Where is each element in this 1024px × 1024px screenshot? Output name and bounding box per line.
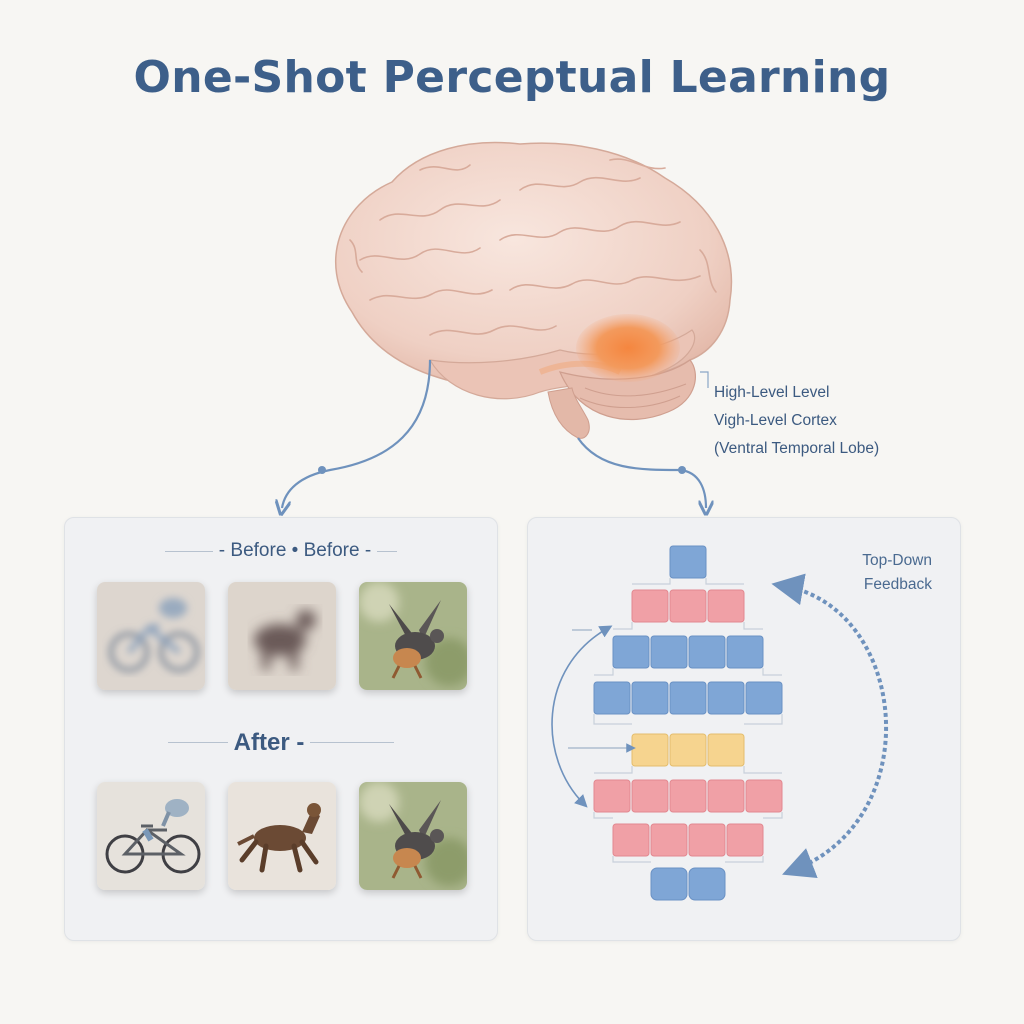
- page-title: One-Shot Perceptual Learning: [133, 52, 891, 103]
- network-unit-layer7-3: [688, 823, 726, 857]
- network-unit-layer4-1: [593, 681, 631, 715]
- cortex-label-line1: High-Level Level: [714, 384, 830, 401]
- network-unit-layer1-1: [669, 545, 707, 579]
- network-unit-layer7-4: [726, 823, 764, 857]
- after-image-bicycle: [97, 782, 205, 890]
- network-unit-layer8-1: [650, 867, 688, 901]
- after-heading: After -: [65, 728, 497, 757]
- network-unit-layer7-1: [612, 823, 650, 857]
- network-unit-layer5-1: [631, 733, 669, 767]
- top-down-feedback-arrow: [771, 573, 888, 878]
- network-unit-layer6-5: [745, 779, 783, 813]
- network-unit-layer4-5: [745, 681, 783, 715]
- network-unit-layer3-3: [688, 635, 726, 669]
- network-unit-layer5-2: [669, 733, 707, 767]
- network-connector-5: [594, 766, 782, 774]
- network-unit-layer8-2: [688, 867, 726, 901]
- network-connector-7: [612, 856, 764, 863]
- network-connector-2: [613, 622, 763, 630]
- cortex-label-line3: (Ventral Temporal Lobe): [714, 440, 880, 457]
- network-unit-layer6-4: [707, 779, 745, 813]
- network-unit-layer4-2: [631, 681, 669, 715]
- before-image-bicycle: [97, 582, 205, 690]
- feedback-label-line2: Feedback: [863, 576, 932, 593]
- network-unit-layer4-3: [669, 681, 707, 715]
- before-after-panel: - Before • Before -: [64, 517, 498, 941]
- network-unit-layer2-3: [707, 589, 745, 623]
- network-unit-layer6-1: [593, 779, 631, 813]
- network-connector-3: [594, 668, 782, 676]
- network-connector-6: [593, 812, 783, 819]
- before-image-bird: [359, 582, 467, 690]
- before-image-dog: [228, 582, 336, 690]
- after-image-bird: [359, 782, 467, 890]
- left-feedback-arrow: [551, 625, 613, 808]
- brainstem: [547, 387, 590, 439]
- network-connector-1: [632, 578, 744, 585]
- network-panel: Top-Down Feedback: [527, 517, 961, 941]
- arrow-to-left-panel: [282, 359, 432, 508]
- network-unit-layer5-3: [707, 733, 745, 767]
- network-unit-layer4-4: [707, 681, 745, 715]
- network-unit-layer3-4: [726, 635, 764, 669]
- network-unit-layer7-2: [650, 823, 688, 857]
- network-unit-layer2-2: [669, 589, 707, 623]
- feedback-label-line1: Top-Down: [862, 552, 932, 569]
- after-image-dog: [228, 782, 336, 890]
- before-heading: - Before • Before -: [65, 540, 497, 562]
- network-unit-layer3-2: [650, 635, 688, 669]
- network-diagram: [551, 545, 888, 901]
- arrow-to-right-panel: [577, 437, 706, 508]
- network-unit-layer6-3: [669, 779, 707, 813]
- network-unit-layer3-1: [612, 635, 650, 669]
- ventral-temporal-highlight: [576, 314, 680, 382]
- network-connector-4: [593, 714, 783, 725]
- network-unit-layer2-1: [631, 589, 669, 623]
- network-unit-layer6-2: [631, 779, 669, 813]
- temporal-lobe: [428, 329, 696, 400]
- cortex-label-line2: Vigh-Level Cortex: [714, 412, 837, 429]
